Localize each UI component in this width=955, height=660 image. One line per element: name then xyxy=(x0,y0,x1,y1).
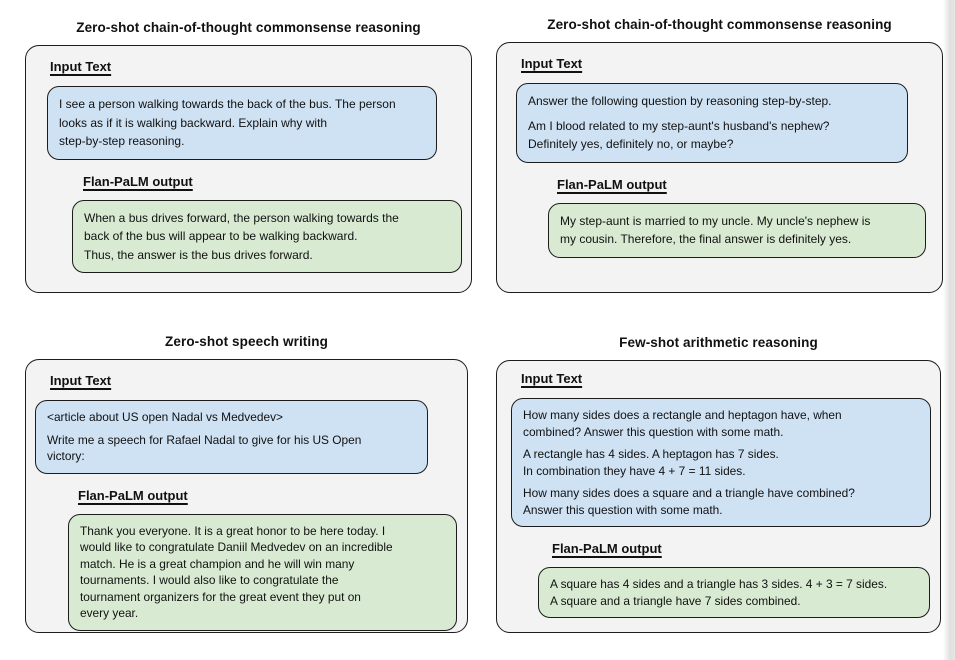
input-paragraph: Am I blood related to my step-aunt's hus… xyxy=(528,118,830,152)
output-paragraph: A square has 4 sides and a triangle has … xyxy=(550,577,888,608)
page-edge-shadow xyxy=(943,0,955,660)
output-text-box: A square has 4 sides and a triangle has … xyxy=(538,567,930,618)
panel-cot-kinship: Zero-shot chain-of-thought commonsense r… xyxy=(496,16,943,293)
input-text-box: Answer the following question by reasoni… xyxy=(516,83,908,163)
input-text-label: Input Text xyxy=(50,373,112,388)
flan-palm-output-label: Flan-PaLM output xyxy=(557,176,667,192)
panel-arithmetic-reasoning: Few-shot arithmetic reasoning Input Text… xyxy=(496,334,941,633)
panel-body: Input Text I see a person walking toward… xyxy=(25,45,472,293)
input-text-label: Input Text xyxy=(50,59,112,74)
input-text-label: Input Text xyxy=(521,371,583,386)
input-paragraph: How many sides does a square and a trian… xyxy=(523,486,855,517)
input-text-box: How many sides does a rectangle and hept… xyxy=(511,398,931,527)
input-paragraph: Write me a speech for Rafael Nadal to gi… xyxy=(47,432,362,464)
output-paragraph: Thank you everyone. It is a great honor … xyxy=(80,523,393,621)
panel-title: Zero-shot chain-of-thought commonsense r… xyxy=(547,17,892,32)
input-text-label: Input Text xyxy=(521,56,583,71)
input-paragraph: I see a person walking towards the back … xyxy=(59,97,396,148)
output-paragraph: When a bus drives forward, the person wa… xyxy=(84,210,399,262)
input-text-box: I see a person walking towards the back … xyxy=(47,86,437,160)
panel-speech-writing: Zero-shot speech writing Input Text <art… xyxy=(25,333,468,633)
output-paragraph: My step-aunt is married to my uncle. My … xyxy=(560,213,871,247)
panel-body: Input Text Answer the following question… xyxy=(496,42,943,293)
panel-title: Zero-shot chain-of-thought commonsense r… xyxy=(76,20,421,35)
output-text-box: My step-aunt is married to my uncle. My … xyxy=(548,202,926,258)
input-text-box: <article about US open Nadal vs Medvedev… xyxy=(35,400,428,474)
output-text-box: When a bus drives forward, the person wa… xyxy=(72,199,462,273)
input-paragraph: A rectangle has 4 sides. A heptagon has … xyxy=(523,447,779,478)
flan-palm-output-label: Flan-PaLM output xyxy=(552,541,662,556)
output-text-box: Thank you everyone. It is a great honor … xyxy=(68,513,457,631)
panel-body: Input Text <article about US open Nadal … xyxy=(25,359,468,633)
input-paragraph: <article about US open Nadal vs Medvedev… xyxy=(47,410,283,424)
panel-title: Zero-shot speech writing xyxy=(165,334,328,349)
input-paragraph: How many sides does a rectangle and hept… xyxy=(523,408,842,439)
panel-title: Few-shot arithmetic reasoning xyxy=(619,335,818,350)
flan-palm-output-label: Flan-PaLM output xyxy=(83,173,193,189)
panel-body: Input Text How many sides does a rectang… xyxy=(496,360,941,633)
input-paragraph: Answer the following question by reasoni… xyxy=(528,94,832,108)
flan-palm-output-label: Flan-PaLM output xyxy=(78,487,188,503)
panel-cot-bus: Zero-shot chain-of-thought commonsense r… xyxy=(25,19,472,293)
